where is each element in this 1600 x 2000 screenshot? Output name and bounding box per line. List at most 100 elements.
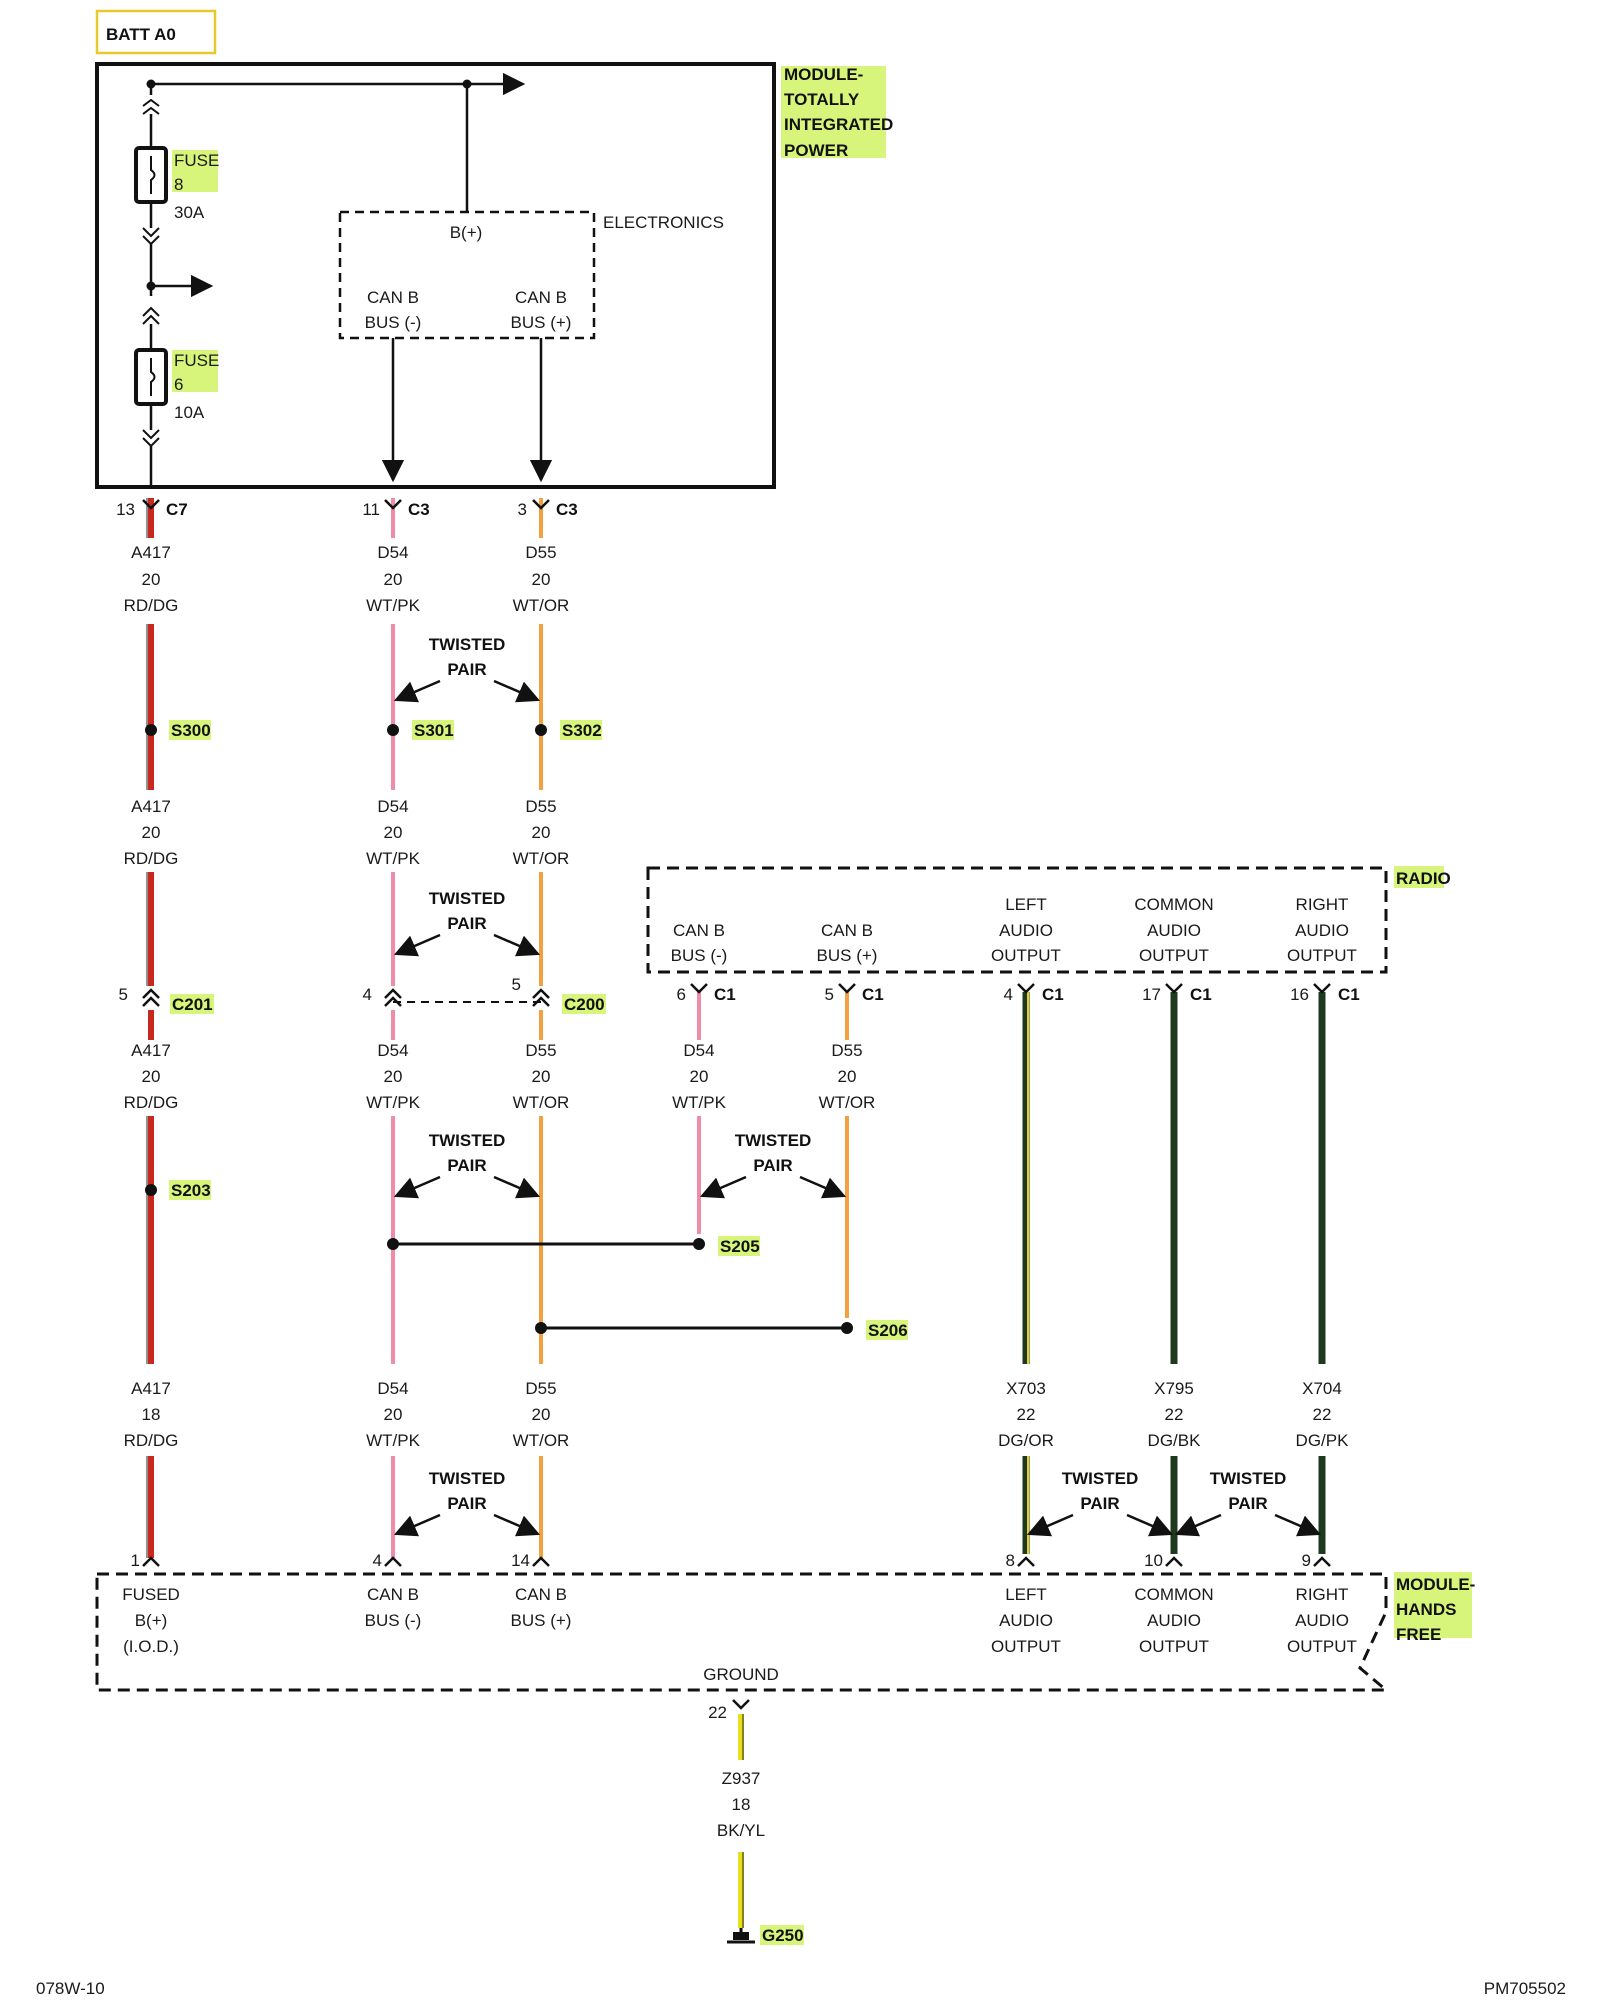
a417-3-code: A417 [131,1041,171,1060]
hf-col6-l3: OUTPUT [1287,1637,1357,1656]
tip-label-1: MODULE- [784,65,863,84]
electronics-can-minus-1: CAN B [367,288,419,307]
fuse-8-number: 8 [174,175,183,194]
radio-conn-4: C1 [1190,985,1212,1004]
splices-row-2: S203 S205 S206 [145,1180,908,1340]
hf-col5-l2: AUDIO [1147,1611,1201,1630]
z937-gauge: 18 [732,1795,751,1814]
x795-gauge: 22 [1165,1405,1184,1424]
radio-pin-4: 4 [1004,985,1013,1004]
footer-left: 078W-10 [36,1979,105,1998]
d54-2-gauge: 20 [384,823,403,842]
twisted-pair-7: TWISTED PAIR [1174,1469,1322,1537]
hf-col4-l3: OUTPUT [991,1637,1061,1656]
d54-3-code: D54 [377,1041,408,1060]
twisted-pair-3-line2: PAIR [447,1156,486,1175]
hf-col4-l1: LEFT [1005,1585,1047,1604]
d55-3-code: D55 [525,1041,556,1060]
twisted-pair-2: TWISTED PAIR [393,889,541,957]
x704-code: X704 [1302,1379,1342,1398]
d55-2-gauge: 20 [532,823,551,842]
c201-conn: C201 [172,995,213,1014]
a417-4-gauge: 18 [142,1405,161,1424]
radio-col4-l3: OUTPUT [1139,946,1209,965]
x704-color: DG/PK [1296,1431,1350,1450]
wire-labels-2: A417 20 RD/DG D54 20 WT/PK D55 20 WT/OR [120,790,580,872]
electronics-label: ELECTRONICS [603,213,724,232]
s206-label: S206 [868,1321,908,1340]
c200-pin-right: 5 [512,975,521,994]
hf-ground-label: GROUND [703,1665,779,1684]
batt-a0-label: BATT A0 [106,25,176,44]
fuse-8-rating: 30A [174,203,205,222]
d54-3-color: WT/PK [366,1093,420,1112]
radio-conn-2: C1 [862,985,884,1004]
s302-label: S302 [562,721,602,740]
twisted-pair-2-line1: TWISTED [429,889,506,908]
s203-label: S203 [171,1181,211,1200]
x704-gauge: 22 [1313,1405,1332,1424]
electronics-can-minus-2: BUS (-) [365,313,422,332]
a417-1-color: RD/DG [124,596,179,615]
twisted-pair-6-line2: PAIR [1080,1494,1119,1513]
twisted-pair-5: TWISTED PAIR [393,1469,541,1537]
radio-col5-l3: OUTPUT [1287,946,1357,965]
radio-label: RADIO [1396,869,1451,888]
d55-4-code: D55 [525,1379,556,1398]
d54-2-code: D54 [377,797,408,816]
x703-code: X703 [1006,1379,1046,1398]
electronics-can-plus-1: CAN B [515,288,567,307]
d55-3-gauge: 20 [532,1067,551,1086]
radio-pin-17: 17 [1142,985,1161,1004]
d54-3-gauge: 20 [384,1067,403,1086]
hands-free-module: 1 4 14 8 10 9 MODULE- HANDS FREE FUSED B… [95,1551,1475,1692]
twisted-pair-3: TWISTED PAIR [393,1131,541,1199]
ground-icon [727,1928,755,1944]
ground-circuit: 22 Z937 18 BK/YL G250 [708,1699,804,1945]
wires [146,498,1326,1928]
hf-module-l3: FREE [1396,1625,1441,1644]
wire-labels-1: A417 20 RD/DG D54 20 WT/PK D55 20 WT/OR [124,543,570,615]
hf-module-l2: HANDS [1396,1600,1456,1619]
radio-col5-l1: RIGHT [1296,895,1349,914]
twisted-pair-1-line1: TWISTED [429,635,506,654]
c7-pin: 13 [116,500,135,519]
a417-3-gauge: 20 [142,1067,161,1086]
radio-col2-l2: BUS (+) [817,946,878,965]
d54-4-color: WT/PK [366,1431,420,1450]
radio-col4-l2: AUDIO [1147,921,1201,940]
radio-col5-l2: AUDIO [1295,921,1349,940]
hf-col1-l3: (I.O.D.) [123,1637,179,1656]
hf-pin-10: 10 [1144,1551,1163,1570]
a417-2-color: RD/DG [124,849,179,868]
c3-pin-11: 11 [362,500,380,519]
twisted-pair-7-line2: PAIR [1228,1494,1267,1513]
c201-pin: 5 [119,985,128,1004]
radio-col3-l3: OUTPUT [991,946,1061,965]
radio-col1-l2: BUS (-) [671,946,728,965]
a417-4-code: A417 [131,1379,171,1398]
d55-radio-color: WT/OR [819,1093,876,1112]
d55-1-code: D55 [525,543,556,562]
c7-conn: C7 [166,500,188,519]
d55-3-color: WT/OR [513,1093,570,1112]
batt-a0-title: BATT A0 [95,9,217,55]
radio-col3-l2: AUDIO [999,921,1053,940]
electronics-can-plus-2: BUS (+) [511,313,572,332]
a417-2-gauge: 20 [142,823,161,842]
hf-col3-l1: CAN B [515,1585,567,1604]
radio-col1-l1: CAN B [673,921,725,940]
s301-label: S301 [414,721,454,740]
hf-col2-l1: CAN B [367,1585,419,1604]
radio-col2-l1: CAN B [821,921,873,940]
s300-label: S300 [171,721,211,740]
twisted-pair-7-line1: TWISTED [1210,1469,1287,1488]
radio-pin-16: 16 [1290,985,1309,1004]
hf-pin-14: 14 [511,1551,530,1570]
radio-conn-1: C1 [714,985,736,1004]
g250-label: G250 [762,1926,804,1945]
twisted-pair-1: TWISTED PAIR [393,635,541,703]
twisted-pair-4: TWISTED PAIR [699,1131,847,1199]
z937-color: BK/YL [717,1821,765,1840]
d54-2-color: WT/PK [366,849,420,868]
